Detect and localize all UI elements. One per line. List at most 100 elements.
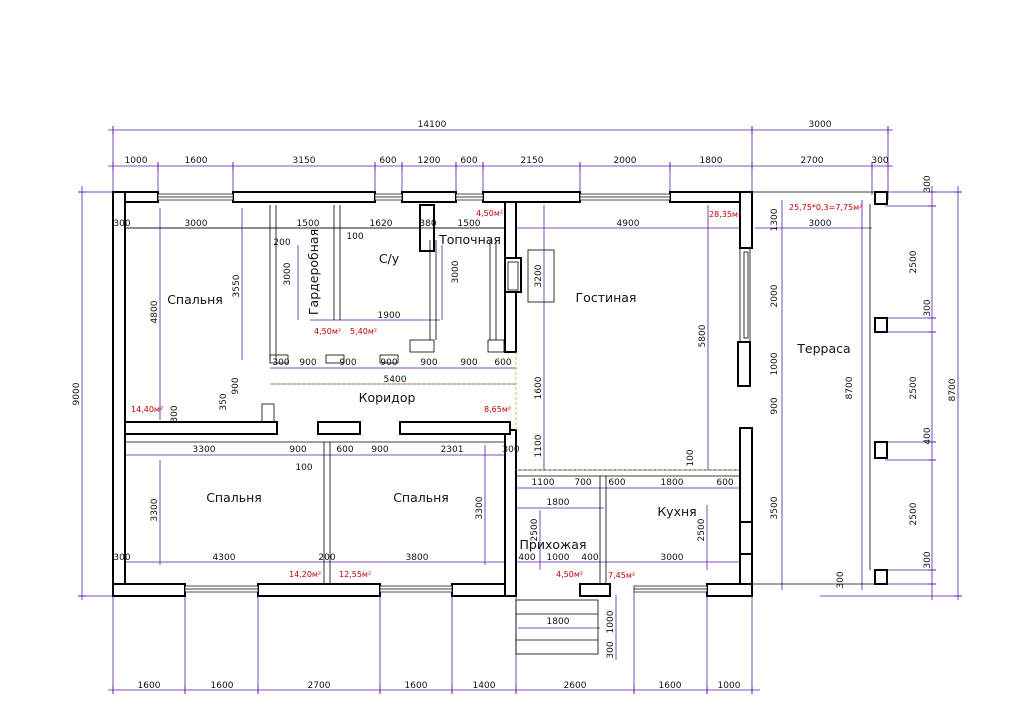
dim-inner: 1800 [547, 617, 570, 627]
dim-inner: 600 [716, 478, 733, 488]
dim-top-seg: 1200 [418, 156, 441, 166]
dim-bottom-seg: 1600 [138, 681, 161, 691]
dim-top-seg: 1000 [125, 156, 148, 166]
dim-inner: 5400 [384, 375, 407, 385]
dim-right-seg: 2500 [909, 250, 919, 273]
dim-right-seg: 2500 [909, 502, 919, 525]
dim-inner: 1500 [297, 219, 320, 229]
partitions [124, 191, 888, 655]
dim-top-total-terrace: 3000 [809, 120, 832, 130]
dim-bottom-seg: 1600 [211, 681, 234, 691]
dim-inner: 1620 [370, 219, 393, 229]
area-kitchen: 7,45м² [608, 571, 635, 580]
dim-inner: 600 [608, 478, 625, 488]
area-bedroom-s: 12,55м² [339, 570, 371, 579]
dim-inner: 900 [339, 358, 356, 368]
area-terrace: 25,75*0,3=7,75м² [789, 203, 862, 212]
dim-inner: 1100 [534, 434, 544, 457]
dim-bottom-seg: 1600 [405, 681, 428, 691]
room-labels: Спальня Гардеробная С/у Топочная Гостина… [167, 229, 851, 552]
dim-bottom-seg: 1600 [659, 681, 682, 691]
area-living: 28,35м² [709, 210, 741, 219]
dim-inner: 3550 [232, 274, 242, 297]
room-label-hall: Прихожая [520, 537, 587, 552]
area-labels: 14,40м² 4,50м² 5,40м² 4,50м² 28,35м² 25,… [131, 203, 862, 580]
room-label-bathroom: С/у [379, 251, 400, 266]
dim-top-seg: 3150 [293, 156, 316, 166]
dim-inner: 3500 [770, 496, 780, 519]
dim-inner: 1500 [458, 219, 481, 229]
dim-inner: 4800 [150, 300, 160, 323]
dim-inner: 5800 [698, 324, 708, 347]
dim-inner: 300 [502, 445, 519, 455]
dim-right-total: 8700 [948, 378, 958, 401]
room-label-terrace: Терраса [796, 341, 850, 356]
area-furnace: 4,50м² [476, 209, 503, 218]
room-label-bedroom-s: Спальня [393, 490, 449, 505]
dim-inner: 1000 [547, 553, 570, 563]
dim-top-seg: 1600 [185, 156, 208, 166]
dim-inner: 2000 [770, 284, 780, 307]
dim-inner: 100 [346, 232, 363, 242]
dim-inner: 400 [518, 553, 535, 563]
dim-right-seg: 300 [923, 175, 933, 192]
dim-inner: 8700 [845, 376, 855, 399]
dim-right-seg: 2500 [909, 376, 919, 399]
dim-inner: 100 [686, 449, 696, 466]
dim-inner: 900 [420, 358, 437, 368]
dim-inner: 900 [231, 377, 241, 394]
dim-right-seg: 400 [923, 427, 933, 444]
walls [112, 191, 888, 597]
dim-inner: 300 [113, 553, 130, 563]
dim-inner: 380 [419, 219, 436, 229]
dim-inner: 3300 [193, 445, 216, 455]
dim-inner: 900 [289, 445, 306, 455]
dim-bottom-seg: 1400 [473, 681, 496, 691]
dim-inner: 600 [336, 445, 353, 455]
room-label-bedroom-nw: Спальня [167, 292, 223, 307]
area-bathroom: 5,40м² [350, 327, 377, 336]
dim-top-seg: 300 [871, 156, 888, 166]
dim-inner: 200 [318, 553, 335, 563]
dim-inner: 2500 [530, 518, 540, 541]
dim-inner: 350 [219, 393, 229, 410]
room-label-kitchen: Кухня [657, 504, 696, 519]
room-label-wardrobe: Гардеробная [306, 229, 321, 315]
dim-inner: 3000 [283, 262, 293, 285]
dim-inner: 1100 [532, 478, 555, 488]
dim-inner: 1900 [378, 311, 401, 321]
area-bedroom-sw: 14,20м² [289, 570, 321, 579]
dim-inner: 1300 [770, 208, 780, 231]
dim-inner: 3000 [451, 260, 461, 283]
dim-inner: 300 [606, 641, 616, 658]
dim-bottom-seg: 2700 [308, 681, 331, 691]
dim-inner: 1000 [770, 352, 780, 375]
dim-inner: 300 [836, 571, 846, 588]
dim-inner: 100 [295, 463, 312, 473]
dim-inner: 900 [770, 397, 780, 414]
dim-inner: 300 [170, 405, 180, 422]
dim-top-seg: 600 [379, 156, 396, 166]
dim-inner: 900 [380, 358, 397, 368]
dim-inner: 200 [273, 238, 290, 248]
dim-inner: 900 [299, 358, 316, 368]
dim-inner: 3000 [809, 219, 832, 229]
room-label-corridor: Коридор [359, 390, 416, 405]
area-wardrobe: 4,50м² [314, 327, 341, 336]
area-bedroom-nw: 14,40м² [131, 405, 163, 414]
dim-inner: 4900 [617, 219, 640, 229]
dim-left-total: 9000 [72, 382, 82, 405]
dim-inner: 2301 [441, 445, 464, 455]
dim-right-seg: 300 [923, 299, 933, 316]
dim-top-seg: 600 [460, 156, 477, 166]
guide-lines [270, 352, 740, 471]
dimension-labels: 14100 3000 1000 1600 3150 600 1200 600 2… [72, 120, 958, 691]
dim-inner: 700 [574, 478, 591, 488]
dim-top-seg: 2000 [614, 156, 637, 166]
dim-inner: 3300 [150, 498, 160, 521]
dim-bottom-seg: 2600 [564, 681, 587, 691]
dim-inner: 300 [272, 358, 289, 368]
dim-inner: 600 [494, 358, 511, 368]
dim-inner: 3000 [661, 553, 684, 563]
dim-inner: 3000 [185, 219, 208, 229]
